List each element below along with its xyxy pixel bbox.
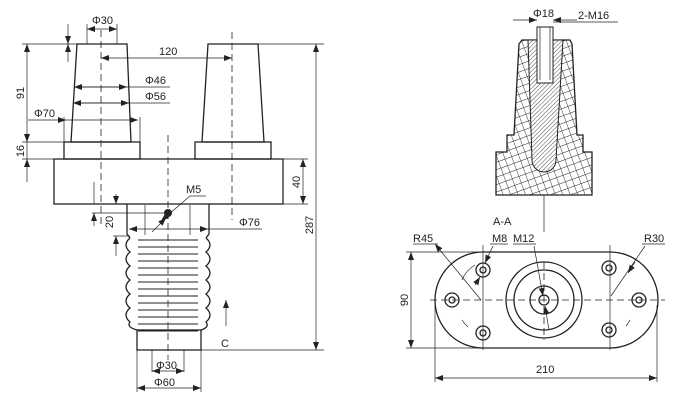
svg-text:Φ60: Φ60 <box>154 377 175 389</box>
svg-text:20: 20 <box>104 216 116 228</box>
svg-text:90: 90 <box>399 294 411 306</box>
flange <box>53 158 284 205</box>
svg-text:M8: M8 <box>492 233 507 245</box>
svg-text:Φ18: Φ18 <box>533 8 554 20</box>
svg-text:2-M16: 2-M16 <box>578 10 609 22</box>
svg-text:M12: M12 <box>513 233 534 245</box>
svg-text:C: C <box>221 338 229 350</box>
bore <box>536 26 554 84</box>
right-cone-base <box>194 141 272 160</box>
svg-text:A-A: A-A <box>493 216 512 228</box>
svg-text:210: 210 <box>536 364 554 376</box>
svg-text:Φ46: Φ46 <box>145 75 166 87</box>
svg-text:91: 91 <box>15 87 27 99</box>
svg-text:R30: R30 <box>644 233 664 245</box>
plan-view: R45 M8 M12 R30 90 210 <box>399 233 665 382</box>
svg-text:Φ30: Φ30 <box>156 360 177 372</box>
mounting-holes <box>444 245 647 350</box>
bellows <box>125 237 211 331</box>
svg-text:16: 16 <box>15 145 27 157</box>
section-view: Φ18 2-M16 A-A <box>493 8 618 232</box>
neck <box>126 204 210 239</box>
right-cone <box>201 43 265 143</box>
bottom-cylinder <box>136 329 202 351</box>
svg-text:Φ30: Φ30 <box>92 15 113 27</box>
svg-text:120: 120 <box>159 46 177 58</box>
svg-text:287: 287 <box>304 216 316 234</box>
svg-text:M5: M5 <box>186 184 201 196</box>
plan-dimensions: R45 M8 M12 R30 90 210 <box>399 233 665 382</box>
svg-text:Φ76: Φ76 <box>239 217 260 229</box>
svg-text:Φ56: Φ56 <box>145 91 166 103</box>
dimensions: Φ30 120 Φ46 Φ56 Φ70 91 16 40 287 M5 <box>15 15 324 392</box>
svg-text:Φ70: Φ70 <box>34 108 55 120</box>
left-cone-base <box>63 141 141 160</box>
svg-text:R45: R45 <box>413 233 433 245</box>
svg-text:40: 40 <box>291 176 303 188</box>
front-view: Φ30 120 Φ46 Φ56 Φ70 91 16 40 287 M5 <box>15 15 324 392</box>
